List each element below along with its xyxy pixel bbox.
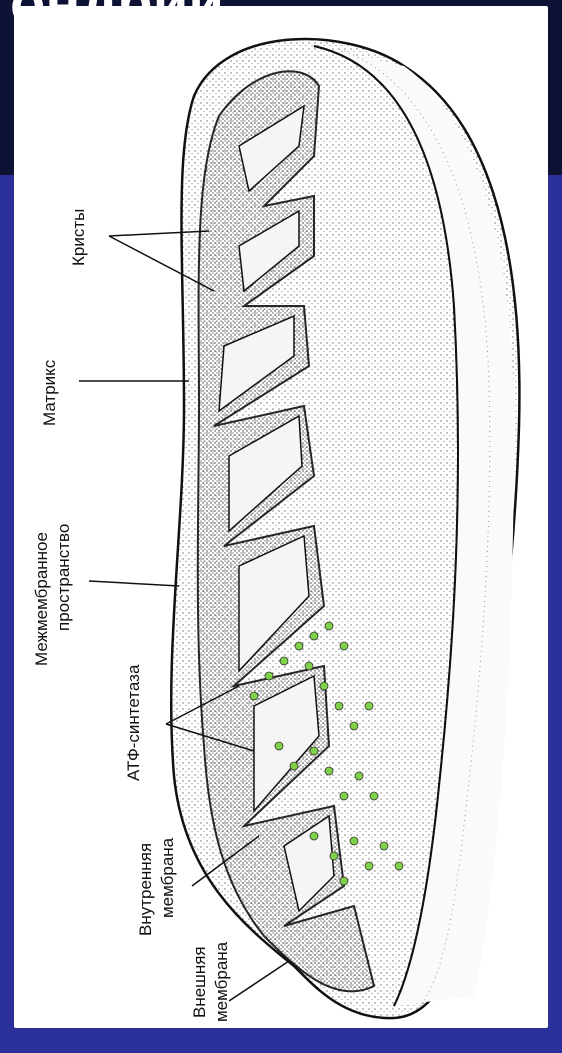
label-inner-membrane-2: мембрана (158, 838, 177, 918)
label-intermembrane-1: Межмембранное (32, 532, 51, 666)
label-atp-synthase: АТФ-синтетаза (124, 665, 143, 781)
label-intermembrane-2: пространство (54, 524, 73, 631)
label-column: Кристы Матрикс Межмембранное пространств… (14, 6, 174, 1028)
label-outer-membrane-2: мембрана (212, 942, 231, 1022)
label-cristae: Кристы (69, 209, 88, 266)
label-inner-membrane-1: Внутренняя (136, 843, 155, 936)
label-outer-membrane-1: Внешняя (190, 946, 209, 1018)
diagram-panel: Кристы Матрикс Межмембранное пространств… (14, 6, 548, 1028)
label-matrix: Матрикс (40, 360, 59, 426)
